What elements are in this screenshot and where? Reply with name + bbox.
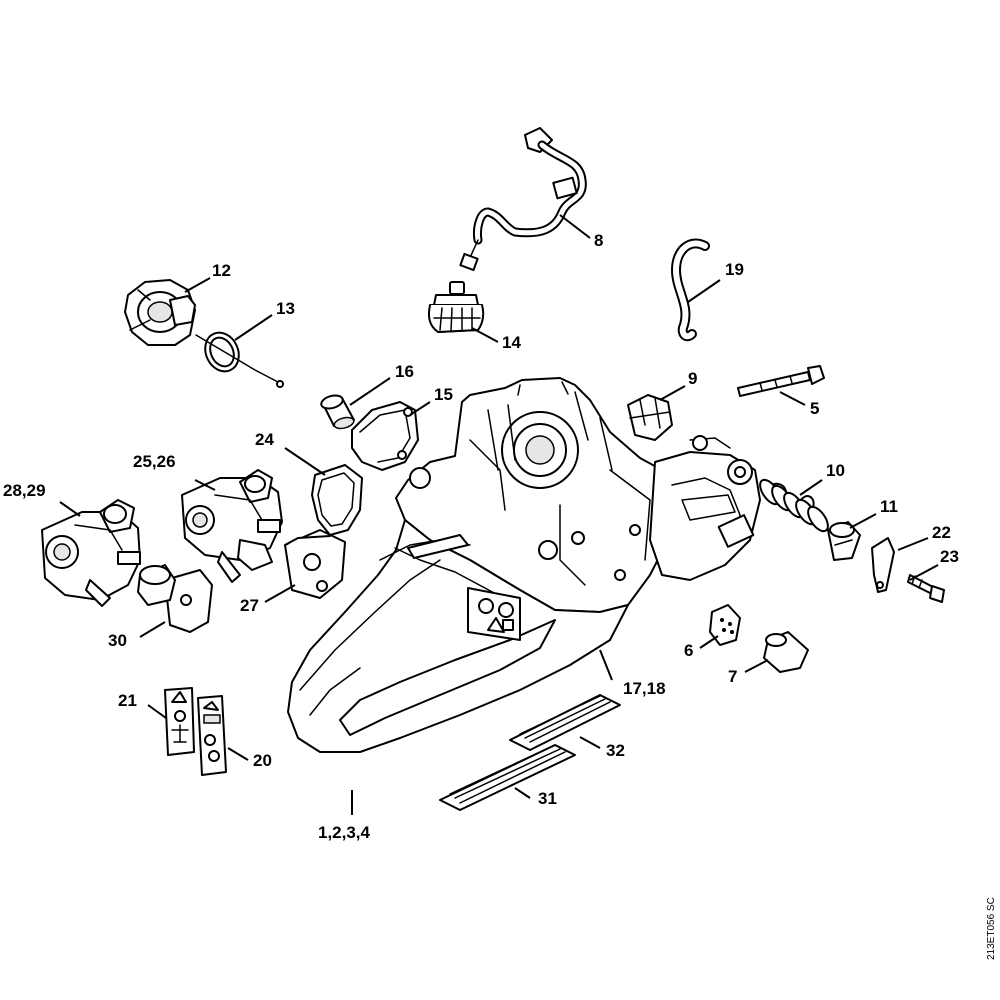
callout-11: 11: [880, 497, 898, 516]
callout-8: 8: [594, 231, 603, 250]
callout-32: 32: [606, 741, 625, 760]
callout-21: 21: [118, 691, 137, 710]
part-23-screw: [907, 574, 945, 603]
part-14-fuel-filter: [428, 281, 485, 333]
callout-20: 20: [253, 751, 272, 770]
part-30-flange-elbow: [137, 564, 213, 633]
callout-27: 27: [240, 596, 259, 615]
callout-16: 16: [395, 362, 414, 381]
part-13-gasket-ring: [195, 331, 284, 388]
part-32-strip: [509, 694, 621, 751]
part-22-plate: [871, 537, 895, 593]
part-21-decal: [164, 687, 195, 756]
callout-25-26: 25,26: [133, 452, 176, 471]
callout-14: 14: [502, 333, 521, 352]
part-31-strip: [439, 744, 576, 811]
part-10-spring: [759, 478, 829, 533]
reference-code: 213ET056 SC: [986, 897, 997, 960]
callout-10: 10: [826, 461, 845, 480]
part-11-plug: [827, 521, 861, 561]
crankcase-housing: [287, 377, 761, 753]
callout-23: 23: [940, 547, 959, 566]
callout-5: 5: [810, 399, 819, 418]
part-19-hose: [670, 238, 710, 342]
callout-28-29: 28,29: [3, 481, 46, 500]
callout-13: 13: [276, 299, 295, 318]
part-20-decal: [197, 695, 227, 776]
callout-12: 12: [212, 261, 231, 280]
part-7-grommet: [763, 631, 809, 673]
callout-19: 19: [725, 260, 744, 279]
part-24-gasket: [311, 464, 363, 536]
part-9-buffer: [627, 394, 673, 441]
callout-22: 22: [932, 523, 951, 542]
callout-9: 9: [688, 369, 697, 388]
part-5-bolt: [737, 365, 825, 397]
part-25-26-carburetor: [181, 469, 283, 583]
part-16-sleeve: [320, 394, 355, 430]
callout-7: 7: [728, 667, 737, 686]
part-15-cover: [351, 401, 419, 471]
callout-31: 31: [538, 789, 557, 808]
part-6-connector: [709, 604, 741, 646]
part-12-intake-assembly: [124, 279, 196, 346]
callout-24: 24: [255, 430, 274, 449]
part-28-29-carburetor: [41, 499, 141, 607]
callout-17-18: 17,18: [623, 679, 666, 698]
callout-labels: 8 12 13 14 19 16 15 9 5 10 24 25,26 11 2…: [3, 231, 959, 842]
callout-30: 30: [108, 631, 127, 650]
callout-6: 6: [684, 641, 693, 660]
callout-1-2-3-4: 1,2,3,4: [318, 823, 371, 842]
part-27-spacer: [284, 529, 346, 599]
callout-15: 15: [434, 385, 453, 404]
leader-lines: [59, 214, 939, 815]
part-fuel-hose: [459, 127, 587, 272]
